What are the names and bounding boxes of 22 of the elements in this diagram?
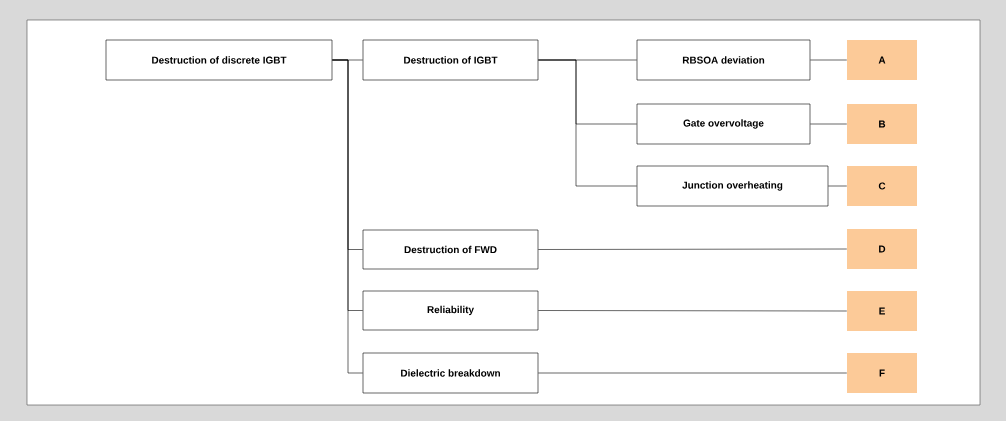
process-box: Dielectric breakdown bbox=[362, 352, 539, 394]
connector-line bbox=[538, 248, 848, 250]
process-box: Reliability bbox=[362, 290, 539, 331]
process-box: Gate overvoltage bbox=[636, 103, 811, 145]
connector-line bbox=[538, 310, 848, 312]
letter-box: E bbox=[847, 291, 917, 331]
connector-line bbox=[538, 372, 848, 374]
letter-box: F bbox=[847, 353, 917, 393]
connector-line bbox=[810, 59, 848, 61]
process-box: Destruction of FWD bbox=[362, 229, 539, 270]
connector-line bbox=[810, 123, 848, 125]
process-box: Destruction of discrete IGBT bbox=[105, 39, 333, 81]
connector-line bbox=[828, 185, 848, 187]
letter-box: B bbox=[847, 104, 917, 144]
process-box: Junction overheating bbox=[636, 165, 829, 207]
process-box: Destruction of IGBT bbox=[362, 39, 539, 81]
letter-box: A bbox=[847, 40, 917, 80]
connector-line bbox=[538, 59, 637, 187]
letter-box: D bbox=[847, 229, 917, 269]
letter-box: C bbox=[847, 166, 917, 206]
connector-line bbox=[332, 59, 363, 374]
process-box: RBSOA deviation bbox=[636, 39, 811, 81]
